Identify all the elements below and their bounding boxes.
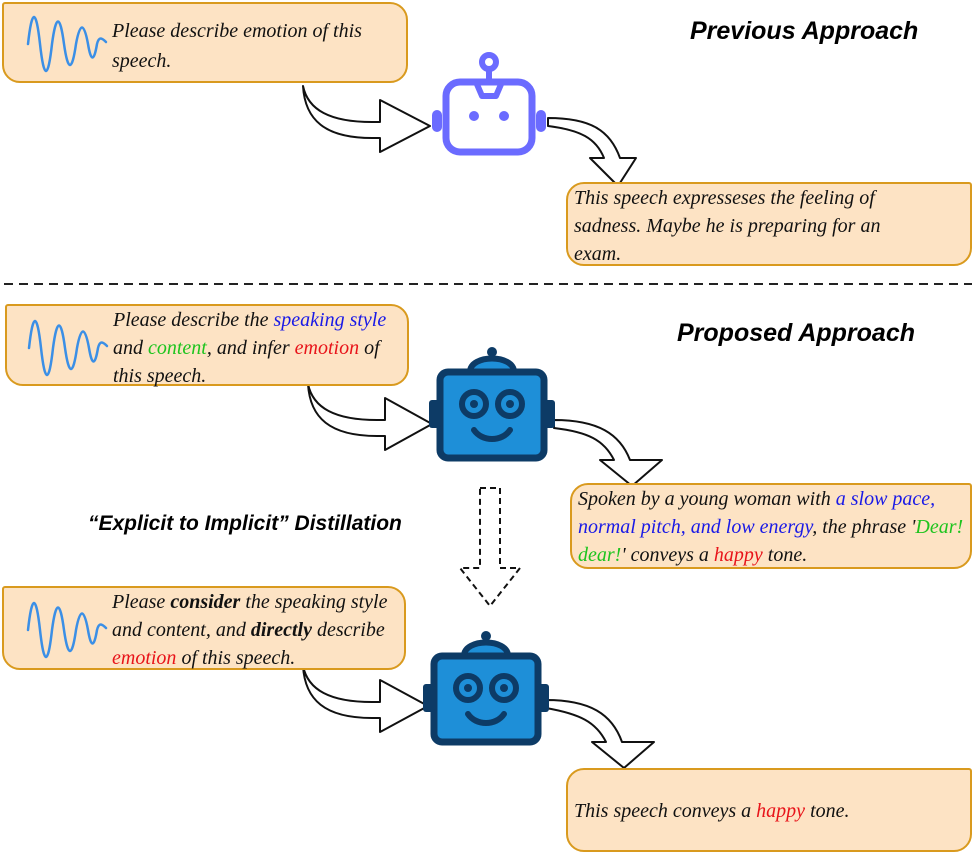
prompt-part: Please describe the: [113, 309, 274, 331]
sound-wave-icon: [26, 16, 108, 72]
prompt-bubble-distilled: Please consider the speaking style and c…: [2, 586, 406, 670]
robot-face-icon: [423, 631, 549, 746]
response-part: Spoken by a young woman with: [578, 488, 836, 510]
response-text-previous: This speech expresseses the feeling of s…: [574, 187, 881, 265]
prompt-part: of this speech.: [176, 647, 296, 669]
response-text-distilled: This speech conveys a happy tone.: [574, 796, 966, 826]
arrow-prompt-to-model-proposed: [307, 383, 433, 451]
prompt-text-proposed: Please describe the speaking style and c…: [113, 306, 405, 390]
prompt-part: and: [113, 337, 148, 359]
distillation-arrow: [459, 487, 521, 607]
style-description-highlight: a slow pace, normal pitch, and low energ…: [578, 488, 936, 538]
robot-face-icon: [429, 347, 555, 462]
consider-emphasis: consider: [170, 591, 241, 613]
prompt-text-distilled: Please consider the speaking style and c…: [112, 588, 404, 672]
response-part: , the phrase ': [812, 516, 916, 538]
response-part: This speech conveys a: [574, 800, 757, 822]
prompt-part: Please: [112, 591, 171, 613]
distillation-label: “Explicit to Implicit” Distillation: [88, 512, 402, 535]
prompt-part: of this speech.: [113, 337, 380, 387]
response-bubble-previous: This speech expresseses the feeling of s…: [566, 182, 972, 266]
directly-emphasis: directly: [250, 619, 312, 641]
response-text-proposed: Spoken by a young woman with a slow pace…: [578, 485, 970, 569]
emotion-highlight: happy: [756, 800, 806, 822]
content-highlight: content: [148, 337, 207, 359]
prompt-part: , and infer: [206, 337, 295, 359]
heading-proposed-approach: Proposed Approach: [677, 319, 915, 347]
emotion-highlight: happy: [713, 544, 763, 566]
speaking-style-highlight: speaking style: [273, 309, 387, 331]
prompt-part: the speaking style and content, and: [112, 591, 388, 641]
response-bubble-proposed: Spoken by a young woman with a slow pace…: [570, 483, 972, 569]
prompt-text-previous: Please describe emotion of this speech.: [112, 20, 362, 72]
emotion-highlight: emotion: [294, 337, 360, 359]
prompt-bubble-proposed: Please describe the speaking style and c…: [5, 304, 409, 387]
response-part: ' conveys a: [621, 544, 714, 566]
arrow-prompt-to-model-distilled: [302, 665, 429, 733]
prompt-part: describe: [311, 619, 385, 641]
arrow-model-to-response-distilled: [545, 699, 655, 769]
sound-wave-icon: [27, 320, 109, 376]
sound-wave-icon: [26, 602, 108, 658]
response-part: tone.: [762, 544, 808, 566]
emotion-highlight: emotion: [112, 647, 177, 669]
prompt-bubble-previous: Please describe emotion of this speech.: [2, 2, 408, 83]
phrase-highlight: Dear! dear!: [578, 516, 964, 566]
heading-previous-approach: Previous Approach: [690, 17, 919, 45]
response-bubble-distilled: This speech conveys a happy tone.: [566, 768, 972, 852]
response-part: tone.: [805, 800, 850, 822]
arrow-prompt-to-model-previous: [302, 85, 431, 153]
arrow-model-to-response-previous: [547, 117, 637, 187]
robot-outline-icon: [432, 52, 546, 156]
arrow-model-to-response-proposed: [553, 419, 663, 487]
